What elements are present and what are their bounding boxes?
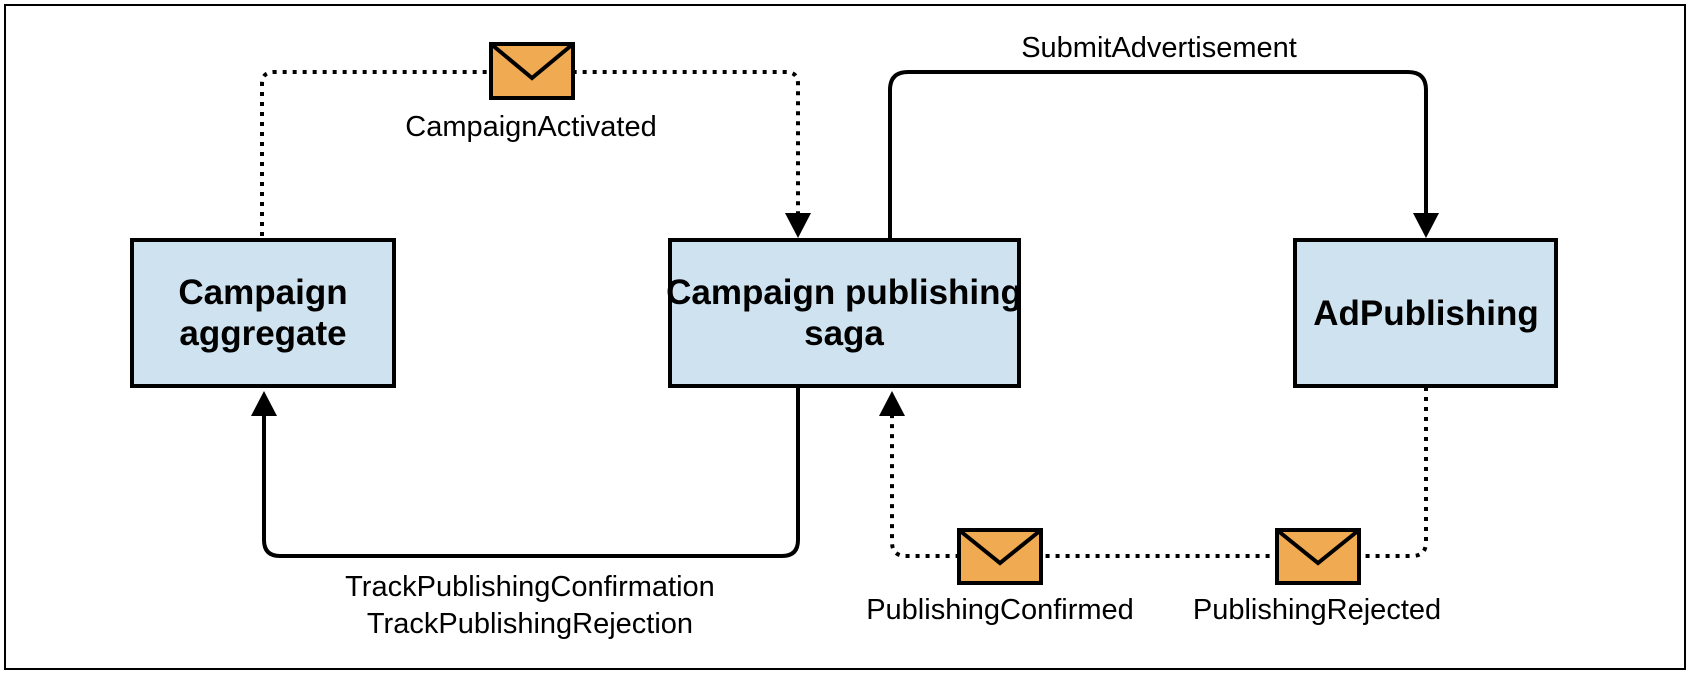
node-campaign-aggregate-line2: aggregate bbox=[179, 314, 346, 353]
submit-advertisement-arrowhead bbox=[1413, 213, 1439, 238]
track-commands-connector bbox=[262, 387, 800, 558]
node-campaign-publishing-saga-line1: Campaign publishing bbox=[666, 273, 1022, 312]
submit-advertisement-label: SubmitAdvertisement bbox=[1021, 32, 1297, 64]
submit-advertisement-connector bbox=[888, 70, 1428, 240]
track-rejection-label: TrackPublishingRejection bbox=[367, 608, 693, 640]
campaign-activated-label: CampaignActivated bbox=[405, 111, 656, 143]
envelope-icon bbox=[489, 42, 575, 100]
publishing-events-arrowhead bbox=[879, 391, 905, 416]
node-ad-publishing-label: AdPublishing bbox=[1313, 294, 1539, 333]
envelope-icon bbox=[1275, 528, 1361, 585]
node-campaign-aggregate-line1: Campaign bbox=[178, 273, 347, 312]
track-confirmation-label: TrackPublishingConfirmation bbox=[345, 571, 715, 603]
diagram-frame bbox=[4, 4, 1686, 670]
node-campaign-aggregate: Campaign aggregate bbox=[130, 238, 396, 388]
publishing-rejected-label: PublishingRejected bbox=[1193, 594, 1441, 626]
envelope-icon bbox=[957, 528, 1043, 585]
node-campaign-publishing-saga-line2: saga bbox=[804, 314, 884, 353]
node-campaign-publishing-saga: Campaign publishing saga bbox=[666, 238, 1022, 388]
publishing-confirmed-label: PublishingConfirmed bbox=[866, 594, 1134, 626]
publishing-events-connector bbox=[890, 387, 1428, 558]
node-ad-publishing: AdPublishing bbox=[1293, 238, 1558, 388]
campaign-activated-arrowhead bbox=[785, 213, 811, 238]
track-commands-arrowhead bbox=[251, 391, 277, 416]
